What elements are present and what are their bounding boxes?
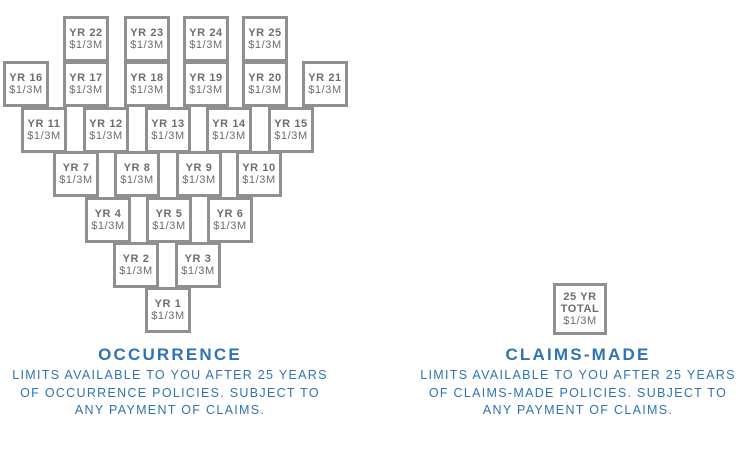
year-box-6: YR 6 $1/3M	[207, 197, 253, 243]
year-label: YR 1	[154, 298, 182, 310]
year-label: YR 17	[69, 72, 103, 84]
year-label: YR 15	[274, 118, 308, 130]
year-box-18: YR 18 $1/3M	[124, 61, 170, 107]
year-box-19: YR 19 $1/3M	[183, 61, 229, 107]
year-limit: $1/3M	[9, 84, 43, 96]
year-label: YR 2	[122, 253, 150, 265]
description-line: OF CLAIMS-MADE POLICIES. SUBJECT TO	[428, 385, 728, 400]
year-box-8: YR 8 $1/3M	[114, 151, 160, 197]
year-limit: $1/3M	[181, 265, 215, 277]
total-line-2: TOTAL	[560, 303, 600, 315]
year-limit: $1/3M	[69, 84, 103, 96]
year-limit: $1/3M	[248, 39, 282, 51]
year-limit: $1/3M	[248, 84, 282, 96]
year-limit: $1/3M	[151, 310, 185, 322]
claims-made-title: CLAIMS-MADE	[505, 345, 651, 364]
year-limit: $1/3M	[213, 220, 247, 232]
year-label: YR 8	[123, 162, 151, 174]
year-box-11: YR 11 $1/3M	[21, 107, 67, 153]
year-limit: $1/3M	[120, 174, 154, 186]
year-label: YR 21	[308, 72, 342, 84]
year-box-17: YR 17 $1/3M	[63, 61, 109, 107]
year-limit: $1/3M	[212, 130, 246, 142]
year-limit: $1/3M	[130, 39, 164, 51]
year-label: YR 9	[185, 162, 213, 174]
year-box-2: YR 2 $1/3M	[113, 242, 159, 288]
description-line: OF OCCURRENCE POLICIES. SUBJECT TO	[20, 385, 320, 400]
year-label: YR 16	[9, 72, 43, 84]
year-box-25: YR 25 $1/3M	[242, 16, 288, 62]
year-label: YR 7	[62, 162, 90, 174]
year-box-4: YR 4 $1/3M	[85, 197, 131, 243]
year-box-13: YR 13 $1/3M	[145, 107, 191, 153]
year-limit: $1/3M	[189, 39, 223, 51]
year-label: YR 3	[184, 253, 212, 265]
year-label: YR 10	[242, 162, 276, 174]
year-box-10: YR 10 $1/3M	[236, 151, 282, 197]
description-line: ANY PAYMENT OF CLAIMS.	[482, 403, 674, 417]
total-line-1: 25 YR	[563, 291, 597, 303]
year-label: YR 6	[216, 208, 244, 220]
year-limit: $1/3M	[89, 130, 123, 142]
year-label: YR 18	[130, 72, 164, 84]
description-line: LIMITS AVAILABLE TO YOU AFTER 25 YEARS	[12, 368, 328, 382]
year-box-14: YR 14 $1/3M	[206, 107, 252, 153]
year-label: YR 19	[189, 72, 223, 84]
year-box-22: YR 22 $1/3M	[63, 16, 109, 62]
occurrence-description: LIMITS AVAILABLE TO YOU AFTER 25 YEARS O…	[0, 367, 346, 420]
year-label: YR 20	[248, 72, 282, 84]
year-label: YR 5	[155, 208, 183, 220]
year-box-3: YR 3 $1/3M	[175, 242, 221, 288]
description-line: LIMITS AVAILABLE TO YOU AFTER 25 YEARS	[420, 368, 736, 382]
year-box-1: YR 1 $1/3M	[145, 287, 191, 333]
year-limit: $1/3M	[59, 174, 93, 186]
total-limit: $1/3M	[563, 315, 597, 327]
year-limit: $1/3M	[130, 84, 164, 96]
description-line: ANY PAYMENT OF CLAIMS.	[74, 403, 266, 417]
year-box-24: YR 24 $1/3M	[183, 16, 229, 62]
year-label: YR 25	[248, 27, 282, 39]
year-limit: $1/3M	[69, 39, 103, 51]
year-label: YR 23	[130, 27, 164, 39]
year-box-9: YR 9 $1/3M	[176, 151, 222, 197]
year-limit: $1/3M	[182, 174, 216, 186]
year-label: YR 14	[212, 118, 246, 130]
year-box-23: YR 23 $1/3M	[124, 16, 170, 62]
year-box-21: YR 21 $1/3M	[302, 61, 348, 107]
year-label: YR 12	[89, 118, 123, 130]
year-box-12: YR 12 $1/3M	[83, 107, 129, 153]
year-box-15: YR 15 $1/3M	[268, 107, 314, 153]
year-box-16: YR 16 $1/3M	[3, 61, 49, 107]
year-label: YR 11	[27, 118, 61, 130]
year-limit: $1/3M	[242, 174, 276, 186]
year-label: YR 4	[94, 208, 122, 220]
year-label: YR 24	[189, 27, 223, 39]
claims-made-total-box: 25 YR TOTAL $1/3M	[553, 283, 607, 335]
year-limit: $1/3M	[151, 130, 185, 142]
year-limit: $1/3M	[119, 265, 153, 277]
year-box-5: YR 5 $1/3M	[146, 197, 192, 243]
year-limit: $1/3M	[152, 220, 186, 232]
year-box-7: YR 7 $1/3M	[53, 151, 99, 197]
year-limit: $1/3M	[91, 220, 125, 232]
year-limit: $1/3M	[27, 130, 61, 142]
year-limit: $1/3M	[308, 84, 342, 96]
claims-made-description: LIMITS AVAILABLE TO YOU AFTER 25 YEARS O…	[402, 367, 751, 420]
year-box-20: YR 20 $1/3M	[242, 61, 288, 107]
year-limit: $1/3M	[274, 130, 308, 142]
year-limit: $1/3M	[189, 84, 223, 96]
year-label: YR 13	[151, 118, 185, 130]
occurrence-title: OCCURRENCE	[98, 345, 242, 364]
year-label: YR 22	[69, 27, 103, 39]
